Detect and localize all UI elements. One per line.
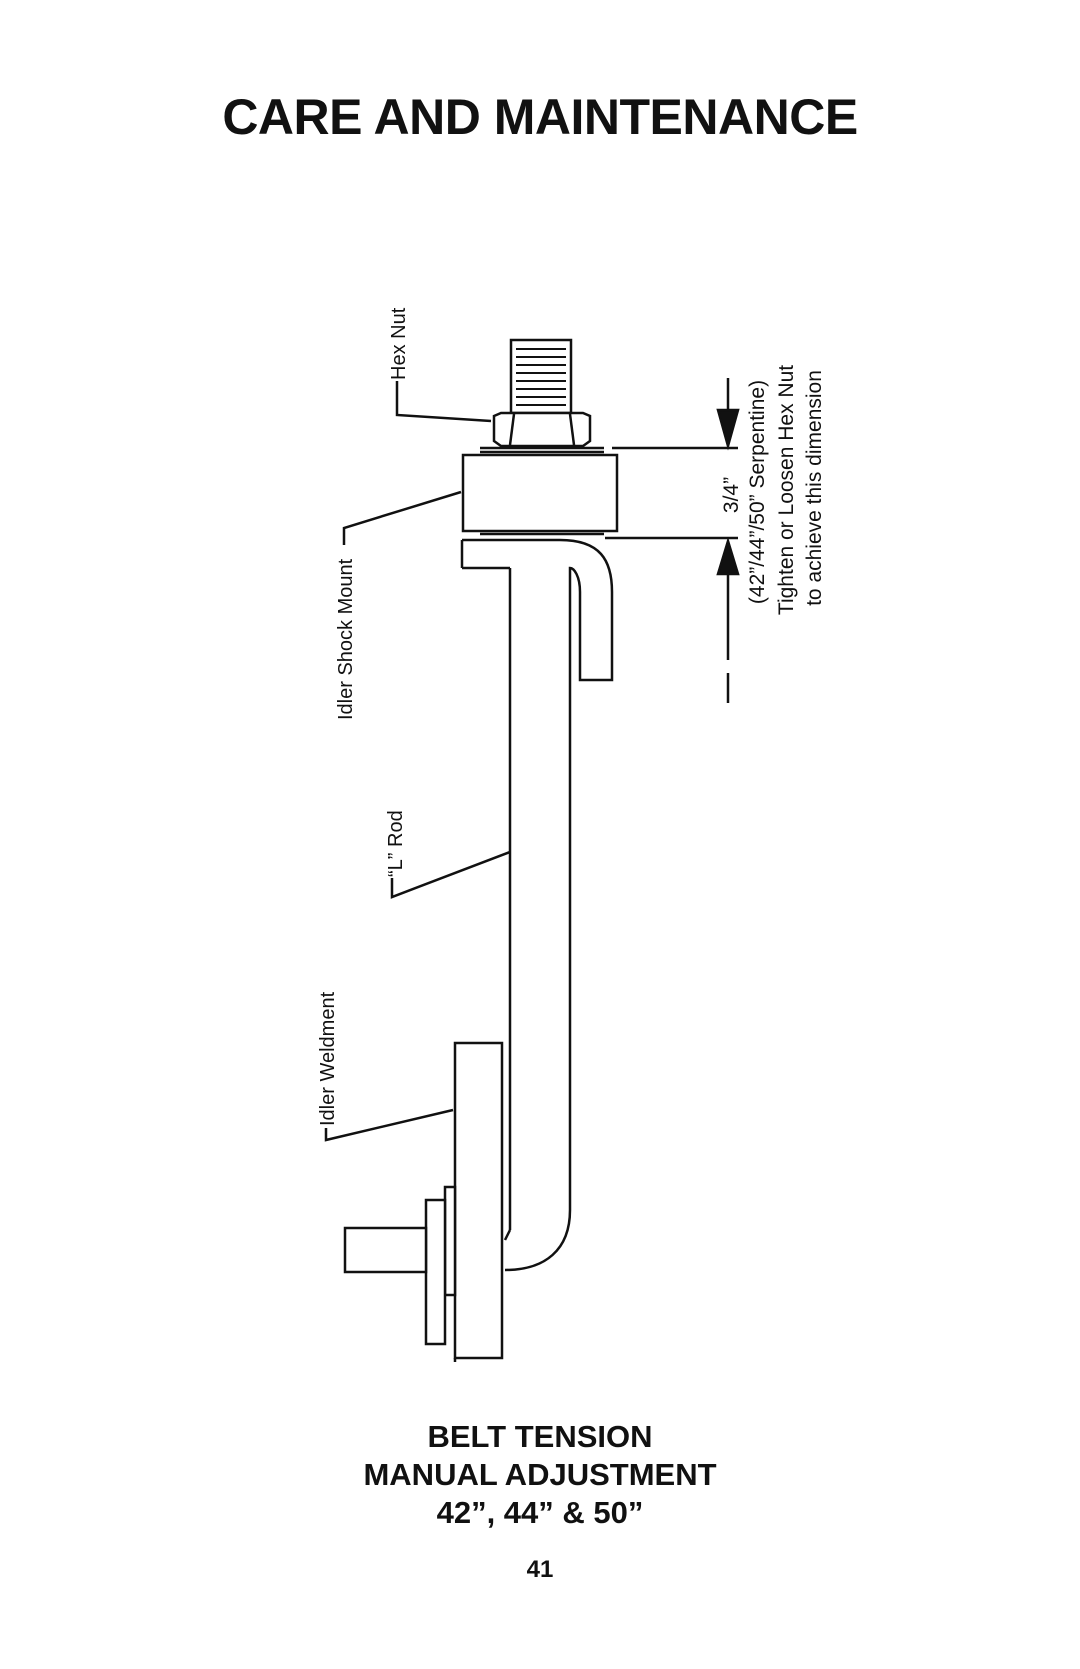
dimension-instruction-line1: Tighten or Loosen Hex Nut (775, 365, 798, 615)
l-rod (462, 538, 614, 1272)
dimension-models: (42”/44”/50” Serpentine) (746, 380, 769, 604)
idler-shock-mount-label: Idler Shock Mount (335, 558, 357, 720)
caption-line-2: MANUAL ADJUSTMENT (363, 1457, 717, 1492)
dimension-markers (605, 378, 740, 703)
page-number: 41 (526, 1556, 554, 1583)
hex-nut (480, 411, 604, 454)
idler-weldment-label: Idler Weldment (317, 991, 339, 1126)
l-rod-leader (390, 850, 511, 899)
dimension-instruction-line2: to achieve this dimension (803, 370, 826, 606)
caption-line-3: 42”, 44” & 50” (436, 1495, 644, 1530)
caption-line-1: BELT TENSION (427, 1419, 653, 1454)
l-rod-label: “L” Rod (385, 810, 407, 877)
figure-caption: BELT TENSION MANUAL ADJUSTMENT 42”, 44” … (0, 1418, 1080, 1532)
page-title: CARE AND MAINTENANCE (222, 89, 858, 145)
threaded-stud (509, 338, 573, 415)
hex-nut-leader (395, 381, 492, 423)
idler-shock-mount (461, 453, 619, 533)
idler-weldment (343, 1041, 504, 1360)
hex-nut-label: Hex Nut (388, 307, 410, 380)
dimension-value: 3/4” (720, 477, 743, 513)
idler-shock-mount-leader (342, 490, 462, 545)
idler-weldment-leader (324, 1108, 454, 1142)
